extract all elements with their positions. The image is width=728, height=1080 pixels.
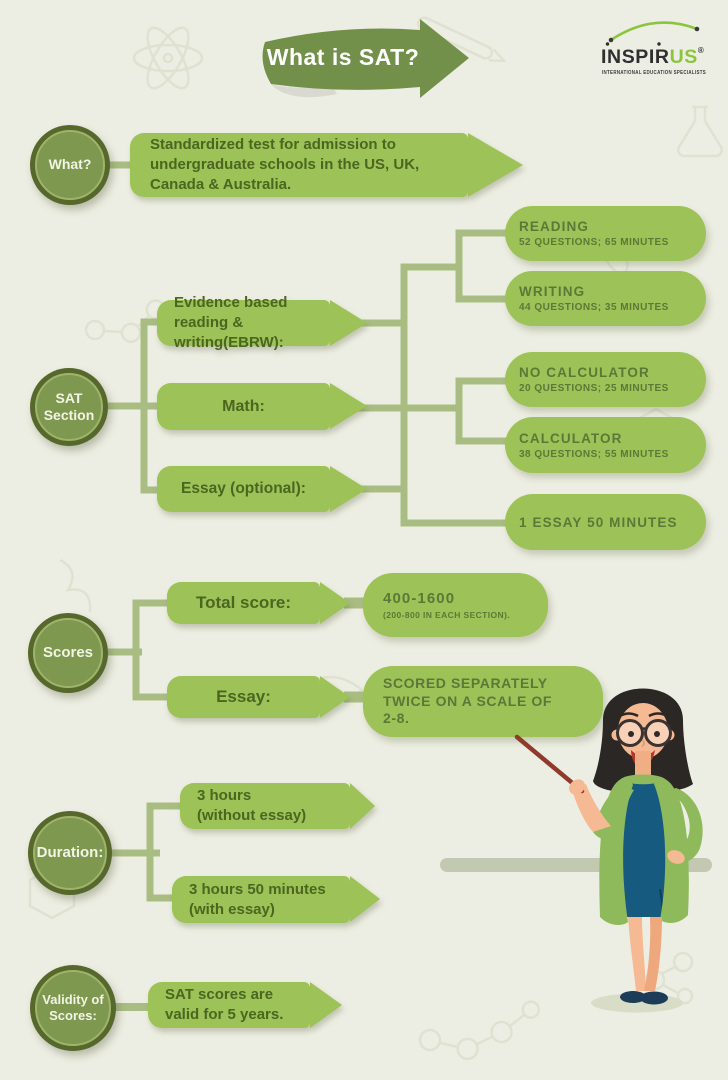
duration-with-essay-box: 3 hours 50 minutes (with essay) <box>172 876 380 923</box>
essay-label: Essay (optional): <box>181 479 306 497</box>
validity-box: SAT scores are valid for 5 years. <box>148 982 342 1028</box>
logo-arc-dot-left <box>608 37 614 43</box>
banner-arrow: What is SAT? <box>262 19 469 98</box>
duration-with-essay-text: 3 hours 50 minutes (with essay) <box>172 880 350 920</box>
total-score-box: Total score: <box>167 582 350 624</box>
writing-title: WRITING <box>519 284 586 299</box>
no-calculator-title: NO CALCULATOR <box>519 365 650 380</box>
logo-text-dark: INSPIR <box>601 46 670 68</box>
duration-without-essay-line2: (without essay) <box>197 807 307 824</box>
reading-detail: 52 QUESTIONS; 65 MINUTES <box>519 237 669 248</box>
math-box: Math: <box>157 383 367 430</box>
one-essay-title: 1 ESSAY 50 MINUTES <box>519 514 678 530</box>
node-what-label: What? <box>35 130 105 200</box>
node-scores: Scores <box>28 613 108 693</box>
duration-without-essay-line1: 3 hours <box>197 787 252 805</box>
total-score-label: Total score: <box>195 592 292 612</box>
pointer-stick <box>514 734 585 794</box>
essay-score-label: Essay: <box>216 686 271 706</box>
calculator-pill: CALCULATOR 38 QUESTIONS; 55 MINUTES <box>505 417 706 473</box>
logo-arc-dot-right <box>694 26 700 32</box>
banner-title: What is SAT? <box>267 44 420 70</box>
node-validity: Validity of Scores: <box>30 965 116 1051</box>
essay-box: Essay (optional): <box>157 466 367 512</box>
duration-with-essay-line1: 3 hours 50 minutes <box>189 880 326 898</box>
essay-score-box: Essay: <box>167 676 350 718</box>
glasses-icon <box>616 719 672 747</box>
node-validity-label: Validity of Scores: <box>35 970 111 1046</box>
logo-arc-icon <box>610 21 698 42</box>
ebrw-box: Evidence based reading & writing(EBRW): <box>157 294 367 351</box>
duration-without-essay-box: 3 hours (without essay) <box>180 783 375 829</box>
node-sat-section-label: SAT Section <box>35 373 103 441</box>
teacher-illustration <box>514 688 703 1013</box>
total-score-note: (200-800 IN EACH SECTION). <box>383 610 511 620</box>
logo-i-dot <box>605 42 610 46</box>
writing-pill: WRITING 44 QUESTIONS; 35 MINUTES <box>505 271 706 326</box>
node-sat-section: SAT Section <box>30 368 108 446</box>
node-what: What? <box>30 125 110 205</box>
logo-registered-mark: ® <box>698 46 705 55</box>
logo-wordmark: INSPIRUS® <box>601 46 704 68</box>
total-score-value: 400-1600 <box>383 590 456 607</box>
what-description-text: Standardized test for admission to under… <box>150 136 420 193</box>
reading-title: READING <box>519 219 589 234</box>
reading-pill: READING 52 QUESTIONS; 65 MINUTES <box>505 206 706 261</box>
essay-score-value: SCORED SEPARATELY TWICE ON A SCALE OF 2-… <box>383 675 553 727</box>
ebrw-label: Evidence based reading & writing(EBRW): <box>174 294 288 351</box>
duration-without-essay-text: 3 hours (without essay) <box>180 786 350 826</box>
node-scores-label: Scores <box>33 618 103 688</box>
logo-i-dot-2 <box>657 42 661 46</box>
node-duration: Duration: <box>28 811 112 895</box>
validity-text: SAT scores are valid for 5 years. <box>165 986 284 1023</box>
math-label: Math: <box>222 397 265 415</box>
duration-with-essay-line2: (with essay) <box>189 900 275 918</box>
calculator-detail: 38 QUESTIONS; 55 MINUTES <box>519 448 669 460</box>
calculator-title: CALCULATOR <box>519 430 623 446</box>
no-calculator-pill: NO CALCULATOR 20 QUESTIONS; 25 MINUTES <box>505 352 706 407</box>
brand-logo: INSPIRUS® INTERNATIONAL EDUCATION SPECIA… <box>601 21 706 76</box>
logo-text-green: US <box>670 46 698 68</box>
no-calculator-detail: 20 QUESTIONS; 25 MINUTES <box>519 383 669 394</box>
logo-tagline: INTERNATIONAL EDUCATION SPECIALISTS <box>602 70 706 76</box>
total-score-pill: 400-1600 (200-800 IN EACH SECTION). <box>363 573 548 637</box>
writing-detail: 44 QUESTIONS; 35 MINUTES <box>519 302 669 313</box>
node-duration-label: Duration: <box>33 816 107 890</box>
essay-score-pill: SCORED SEPARATELY TWICE ON A SCALE OF 2-… <box>363 666 603 737</box>
one-essay-pill: 1 ESSAY 50 MINUTES <box>505 494 706 550</box>
what-description-box: Standardized test for admission to under… <box>130 133 523 197</box>
